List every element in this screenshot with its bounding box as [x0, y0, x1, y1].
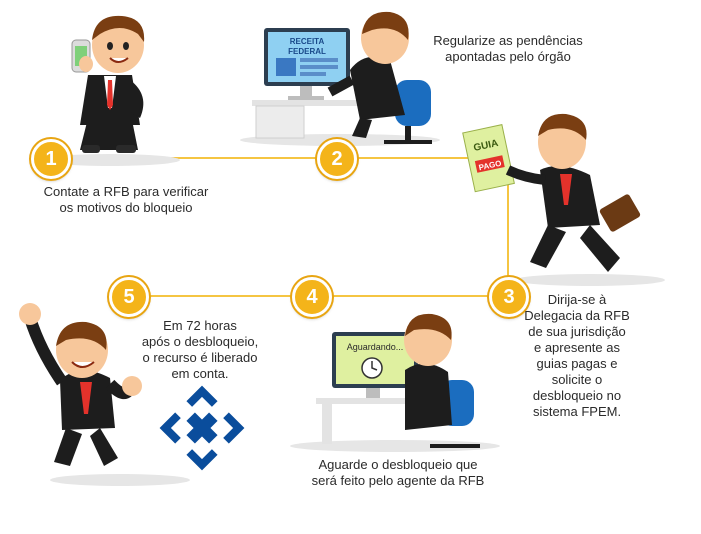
step-1-caption: Contate a RFB para verificar os motivos …: [16, 184, 236, 216]
step-3-line-1: Dirija-se à: [512, 292, 642, 308]
step-3-line-6: solicite o: [512, 372, 642, 388]
businessman-running: GUIA PAGO: [463, 114, 641, 272]
businessman-at-computer: RECEITA FEDERAL: [252, 12, 432, 142]
step-5-line-1: Em 72 horas: [135, 318, 265, 334]
step-badge-5: 5: [109, 277, 149, 317]
step-badge-2: 2: [317, 139, 357, 179]
screen-title-line1: RECEITA: [290, 37, 325, 46]
step-1-line-2: os motivos do bloqueio: [16, 200, 236, 216]
connector-lines: [50, 158, 508, 296]
step-3-line-4: e apresente as: [512, 340, 642, 356]
step-badge-1: 1: [31, 139, 71, 179]
step-3-line-2: Delegacia da RFB: [512, 308, 642, 324]
step-4-line-1: Aguarde o desbloqueio que: [298, 457, 498, 473]
screen-title-line2: FEDERAL: [288, 47, 326, 56]
step-4-line-2: será feito pelo agente da RFB: [298, 473, 498, 489]
step-2-line-2: apontadas pelo órgão: [418, 49, 598, 65]
step-4-caption: Aguarde o desbloqueio que será feito pel…: [298, 457, 498, 489]
briefcase-icon: [599, 193, 641, 233]
step-5-line-4: em conta.: [135, 366, 265, 382]
step-5-line-3: o recurso é liberado: [135, 350, 265, 366]
step-3-line-5: guias pagas e: [512, 356, 642, 372]
step-2-line-1: Regularize as pendências: [418, 33, 598, 49]
step-5-caption: Em 72 horas após o desbloqueio, o recurs…: [135, 318, 265, 382]
bank-logo-icon: [140, 366, 264, 490]
step-2-caption: Regularize as pendências apontadas pelo …: [418, 33, 598, 65]
businessman-celebrating: [19, 303, 142, 466]
businessman-on-phone: [72, 16, 144, 153]
businessman-waiting: Aguardando...: [316, 314, 480, 446]
step-3-line-8: sistema FPEM.: [512, 404, 642, 420]
step-1-line-1: Contate a RFB para verificar: [16, 184, 236, 200]
clock-icon: [362, 358, 382, 378]
waiting-screen-text: Aguardando...: [347, 342, 404, 352]
step-3-caption: Dirija-se à Delegacia da RFB de sua juri…: [512, 292, 642, 420]
step-badge-4: 4: [292, 277, 332, 317]
step-5-line-2: após o desbloqueio,: [135, 334, 265, 350]
step-3-line-3: de sua jurisdição: [512, 324, 642, 340]
step-3-line-7: desbloqueio no: [512, 388, 642, 404]
